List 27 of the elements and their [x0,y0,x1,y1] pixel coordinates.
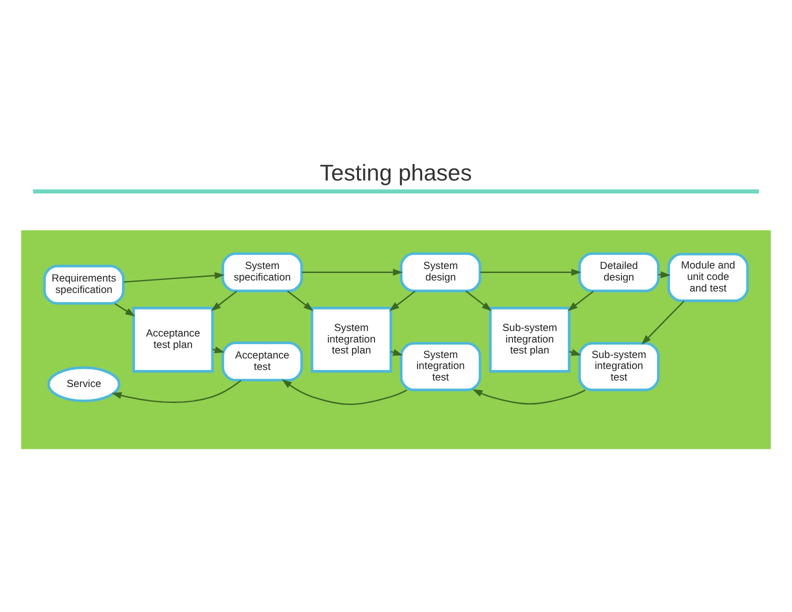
arrow [210,290,238,311]
arrow [389,290,416,311]
node-box: Acceptance test plan [132,306,214,372]
node-box: Detailed design [578,252,660,292]
node-box: Sub-system integration test plan [489,306,570,372]
node-box: Module and unit code and test [667,252,749,302]
node-box: Requirements specification [43,264,125,304]
arrow [465,290,492,311]
node-box: System design [400,252,482,292]
node-ellipse: Service [47,366,120,402]
arrow [568,290,594,311]
node-box: System integration test plan [310,306,392,372]
arrow [287,290,314,311]
arrow [124,272,225,282]
arrow [480,268,582,276]
node-box: Acceptance test [222,341,303,381]
node-box: System specification [222,252,303,292]
cluster [21,230,771,449]
arrow [112,379,242,402]
node-box: System integration test [400,342,482,391]
diagram-title: Testing phases [320,159,472,186]
arrow [282,378,408,404]
arrow [472,388,586,404]
arrow [641,300,685,344]
arrow [302,268,403,276]
arrow [114,302,136,316]
node-box: Sub-system integration test [578,342,660,391]
